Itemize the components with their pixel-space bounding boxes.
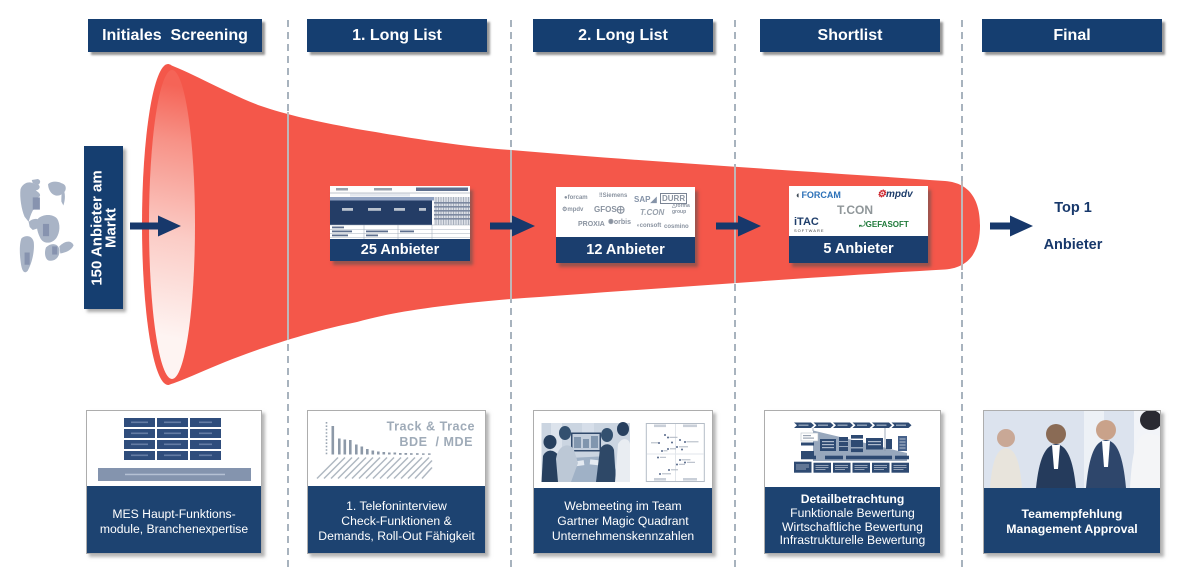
svg-text:Track & Trace: Track & Trace [387,420,475,434]
svg-text:BDE / MDE: BDE / MDE [399,435,473,449]
